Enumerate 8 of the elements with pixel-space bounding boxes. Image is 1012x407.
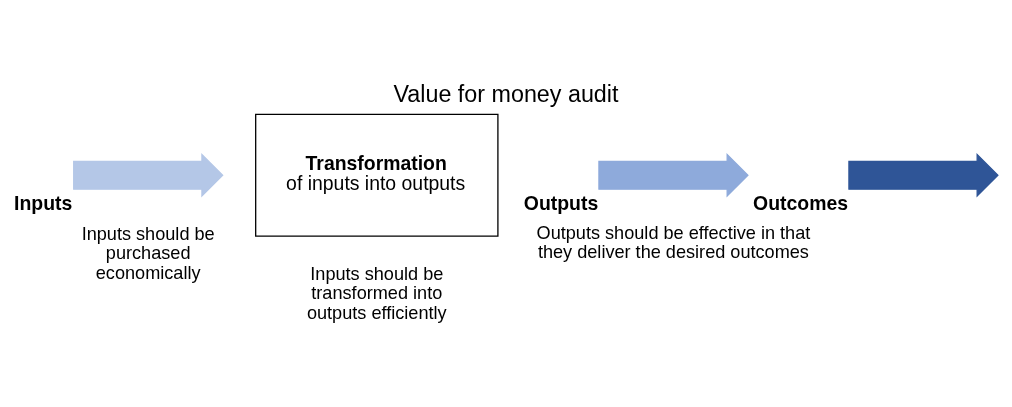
node-label: Outcomes (753, 192, 848, 215)
label: Inputs should be purchased economically (81, 223, 215, 283)
diagram-title: Value for money audit (393, 81, 619, 108)
label: Outputs should be effective in that they deliver the desired outcomes (536, 223, 811, 263)
node-box: Transformation of inputs into outputs (255, 113, 499, 237)
node-label: Inputs (14, 192, 73, 215)
label: Inputs should be transformed into outputs efficiently (306, 263, 447, 323)
node-label: Outputs (523, 192, 599, 215)
